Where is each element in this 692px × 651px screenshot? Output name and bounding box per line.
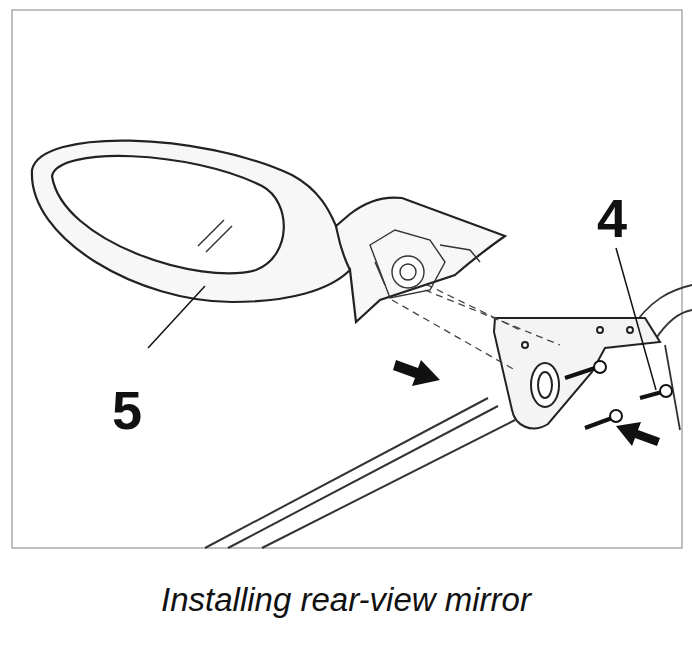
door-edge <box>630 285 692 430</box>
frame <box>12 10 682 548</box>
mirror-mechanism <box>370 230 480 298</box>
direction-arrows <box>393 360 660 446</box>
glass-reflection <box>198 220 232 252</box>
window-rail <box>205 398 515 548</box>
callout-number: 4 <box>597 191 627 245</box>
mirror-housing <box>32 141 505 322</box>
mounting-plate <box>494 318 660 428</box>
alignment-lines <box>372 258 560 370</box>
figure-caption: Installing rear-view mirror <box>0 582 692 618</box>
callout-number: 5 <box>112 383 142 437</box>
leader-lines <box>148 248 656 390</box>
screws <box>565 361 672 428</box>
